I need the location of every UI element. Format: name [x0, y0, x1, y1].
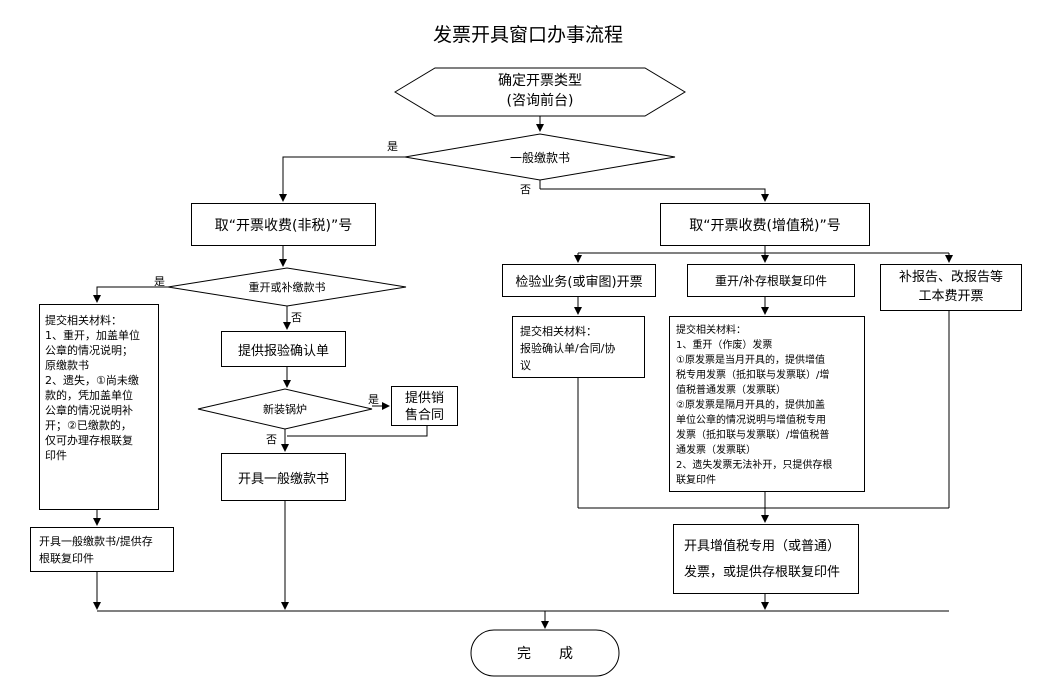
left-output-line1: 开具一般缴款书/提供存 — [39, 535, 153, 548]
materials-left-line: 公章的情况说明； — [45, 344, 133, 357]
decision-reissue-yes: 是 — [154, 275, 165, 288]
decision-general-no: 否 — [520, 183, 531, 196]
box-left-output: 开具一般缴款书/提供存 根联复印件 — [30, 527, 174, 572]
report-fee-line2: 工本费开票 — [918, 289, 984, 304]
materials-left-line: 1、重开，加盖单位 — [45, 329, 140, 342]
end-label: 完 成 — [517, 646, 573, 662]
box-nontax-ticket: 取“开票收费(非税)”号 — [191, 203, 376, 246]
materials-reprint-line: 通发票（发票联） — [676, 445, 756, 456]
materials-left-line: 款的，凭加盖单位 — [45, 389, 133, 402]
materials-inspection-line: 议 — [520, 359, 531, 372]
vat-output-line2: 发票，或提供存根联复印件 — [684, 565, 841, 580]
report-fee-line1: 补报告、改报告等 — [898, 270, 1003, 285]
decision-reissue-no: 否 — [291, 311, 302, 324]
box-report-fee: 补报告、改报告等 工本费开票 — [880, 264, 1022, 311]
materials-reprint-line: 提交相关材料： — [676, 325, 746, 336]
materials-left-box: 提交相关材料： 1、重开，加盖单位 公章的情况说明； 原缴款书 2、遗失，①尚未… — [39, 304, 159, 510]
start-line1: 确定开票类型 — [498, 73, 582, 89]
materials-reprint-line: 税专用发票（抵扣联与发票联）/增 — [676, 370, 830, 381]
box-inspection-confirmation: 提供报验确认单 — [221, 331, 346, 367]
materials-left-line: 原缴款书 — [45, 359, 89, 372]
materials-reprint-line: 值税普通发票（发票联） — [676, 385, 786, 396]
sales-contract-line2: 售合同 — [404, 408, 444, 423]
materials-reprint-line: 联复印件 — [676, 475, 716, 486]
box-inspection-invoice: 检验业务(或审图)开票 — [502, 264, 656, 297]
box-vat-output: 开具增值税专用（或普通） 发票，或提供存根联复印件 — [673, 524, 859, 594]
materials-left-line: 2、遗失，①尚未缴 — [45, 374, 139, 387]
materials-reprint-line: 单位公章的情况说明与增值税专用 — [676, 415, 826, 426]
box-reprint: 重开/补存根联复印件 — [687, 264, 855, 297]
decision-boiler-label: 新装锅炉 — [263, 403, 307, 416]
materials-left-line: 仅可办理存根联复 — [45, 434, 133, 447]
materials-reprint-line: ②原发票是隔月开具的，提供加盖 — [676, 400, 825, 411]
decision-boiler-diamond — [197, 388, 373, 430]
start-node: 确定开票类型 (咨询前台) — [435, 71, 645, 111]
vat-output-line1: 开具增值税专用（或普通） — [684, 539, 841, 554]
decision-reissue-diamond — [167, 267, 407, 307]
materials-reprint-line: 2、遗失发票无法补开，只提供存根 — [676, 460, 833, 471]
box-sales-contract: 提供销 售合同 — [391, 386, 458, 426]
materials-inspection-line: 报验确认单/合同/协 — [520, 342, 616, 355]
materials-reprint-line: 1、重开（作废）发票 — [676, 340, 773, 351]
page-title: 发票开具窗口办事流程 — [432, 23, 623, 46]
box-vat-ticket: 取“开票收费(增值税)”号 — [660, 203, 870, 246]
box-general-issue: 开具一般缴款书 — [221, 453, 346, 501]
decision-general-diamond — [404, 133, 676, 181]
materials-inspection-box: 提交相关材料： 报验确认单/合同/协 议 — [512, 316, 645, 378]
decision-boiler-yes: 是 — [368, 393, 379, 406]
decision-reissue-label: 重开或补缴款书 — [248, 281, 326, 294]
materials-left-line: 公章的情况说明补 — [45, 404, 133, 417]
materials-left-line: 提交相关材料： — [45, 314, 122, 327]
materials-reprint-line: ①原发票是当月开具的，提供增值 — [676, 355, 825, 366]
materials-left-line: 开；②已缴款的， — [45, 419, 132, 432]
materials-left-line: 印件 — [45, 449, 67, 462]
materials-reprint-line: 发票（抵扣联与发票联）/增值税普 — [676, 430, 830, 441]
decision-general-label: 一般缴款书 — [509, 150, 570, 165]
start-line2: (咨询前台) — [506, 93, 574, 109]
left-output-line2: 根联复印件 — [39, 552, 94, 565]
materials-inspection-line: 提交相关材料： — [520, 325, 597, 338]
decision-general-yes: 是 — [387, 140, 398, 153]
start-hexagon — [394, 67, 686, 117]
decision-boiler-no: 否 — [266, 433, 277, 446]
sales-contract-line1: 提供销 — [404, 391, 444, 406]
end-terminator — [470, 629, 620, 677]
materials-reprint-box: 提交相关材料： 1、重开（作废）发票 ①原发票是当月开具的，提供增值 税专用发票… — [669, 316, 865, 492]
